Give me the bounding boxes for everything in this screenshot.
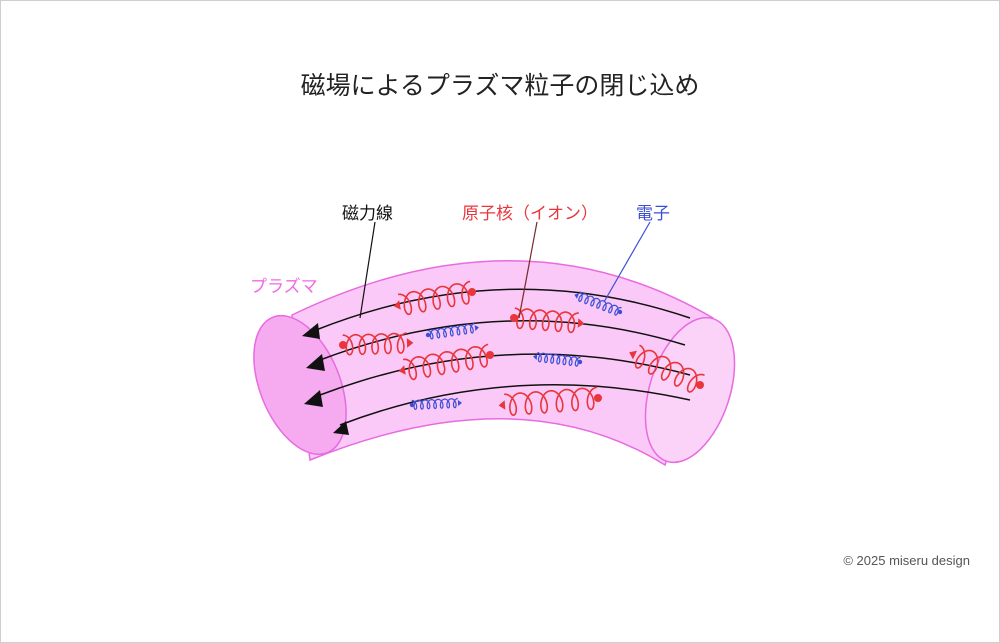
pointer-field-line: [359, 221, 376, 319]
nucleus-helix-3-particle: [339, 341, 347, 349]
nucleus-helix-1-arrow: [393, 300, 401, 310]
label-field-line: 磁力線: [342, 204, 393, 224]
electron-helix-1: [574, 291, 623, 316]
nucleus-helix-4-coil: [403, 343, 489, 381]
field-arrow-4: [333, 421, 349, 435]
label-plasma: プラズマ: [250, 277, 318, 297]
particle-helices: [339, 280, 705, 417]
nucleus-helix-3-arrow: [406, 338, 414, 348]
nucleus-helix-1-particle: [468, 288, 476, 296]
plasma-left-cap: [253, 314, 347, 456]
nucleus-helix-3: [339, 332, 414, 356]
electron-helix-2-arrow: [474, 325, 479, 331]
field-line-3: [319, 353, 691, 396]
electron-helix-3: [533, 351, 583, 367]
pointer-nucleus: [518, 221, 538, 319]
field-line-1: [315, 288, 691, 331]
electron-helix-2-coil: [427, 322, 475, 340]
nucleus-helix-5-coil: [504, 386, 598, 417]
electron-helix-1-particle: [617, 309, 623, 315]
field-line-arrows: [302, 323, 349, 435]
label-nucleus: 原子核（イオン）: [462, 204, 598, 224]
electron-helix-1-arrow: [574, 293, 580, 299]
nucleus-helix-2-arrow: [577, 318, 585, 328]
copyright-credit: © 2025 miseru design: [843, 553, 970, 568]
nucleus-helix-1: [393, 280, 476, 316]
field-line-4: [339, 384, 691, 426]
nucleus-helix-4-particle: [486, 351, 494, 359]
diagram-title: 磁場によるプラズマ粒子の閉じ込め: [300, 71, 700, 100]
nucleus-helix-6-arrow: [629, 350, 638, 360]
field-line-2: [319, 320, 686, 361]
electron-helix-2-particle: [425, 332, 431, 338]
label-pointers: [359, 221, 651, 319]
field-lines: [315, 288, 691, 426]
nucleus-helix-5: [498, 386, 602, 417]
label-electron: 電子: [636, 204, 670, 224]
nucleus-helix-6-coil: [634, 344, 705, 393]
pointer-electron: [603, 221, 651, 303]
field-arrow-3: [304, 390, 323, 407]
electron-helix-1-coil: [578, 291, 622, 316]
electron-helix-4: [409, 397, 462, 410]
nucleus-helix-4: [398, 343, 494, 381]
electron-helix-4-particle: [409, 402, 415, 408]
nucleus-helix-5-arrow: [498, 400, 506, 410]
nucleus-helix-4-arrow: [398, 365, 406, 375]
electron-helix-4-coil: [411, 397, 458, 410]
plasma-right-cap: [644, 316, 736, 464]
field-arrow-2: [306, 354, 325, 371]
electron-helix-2: [425, 322, 479, 340]
field-arrow-1: [302, 323, 320, 339]
nucleus-helix-6-particle: [696, 381, 704, 389]
nucleus-helix-3-coil: [342, 332, 407, 356]
nucleus-helix-6: [629, 344, 705, 393]
nucleus-helix-1-coil: [398, 280, 471, 316]
electron-helix-3-coil: [537, 351, 581, 367]
nucleus-helix-5-particle: [594, 394, 602, 402]
electron-helix-3-arrow: [533, 354, 538, 360]
electron-helix-3-particle: [577, 359, 583, 365]
electron-helix-4-arrow: [457, 400, 462, 406]
nucleus-helix-2-particle: [510, 314, 518, 322]
